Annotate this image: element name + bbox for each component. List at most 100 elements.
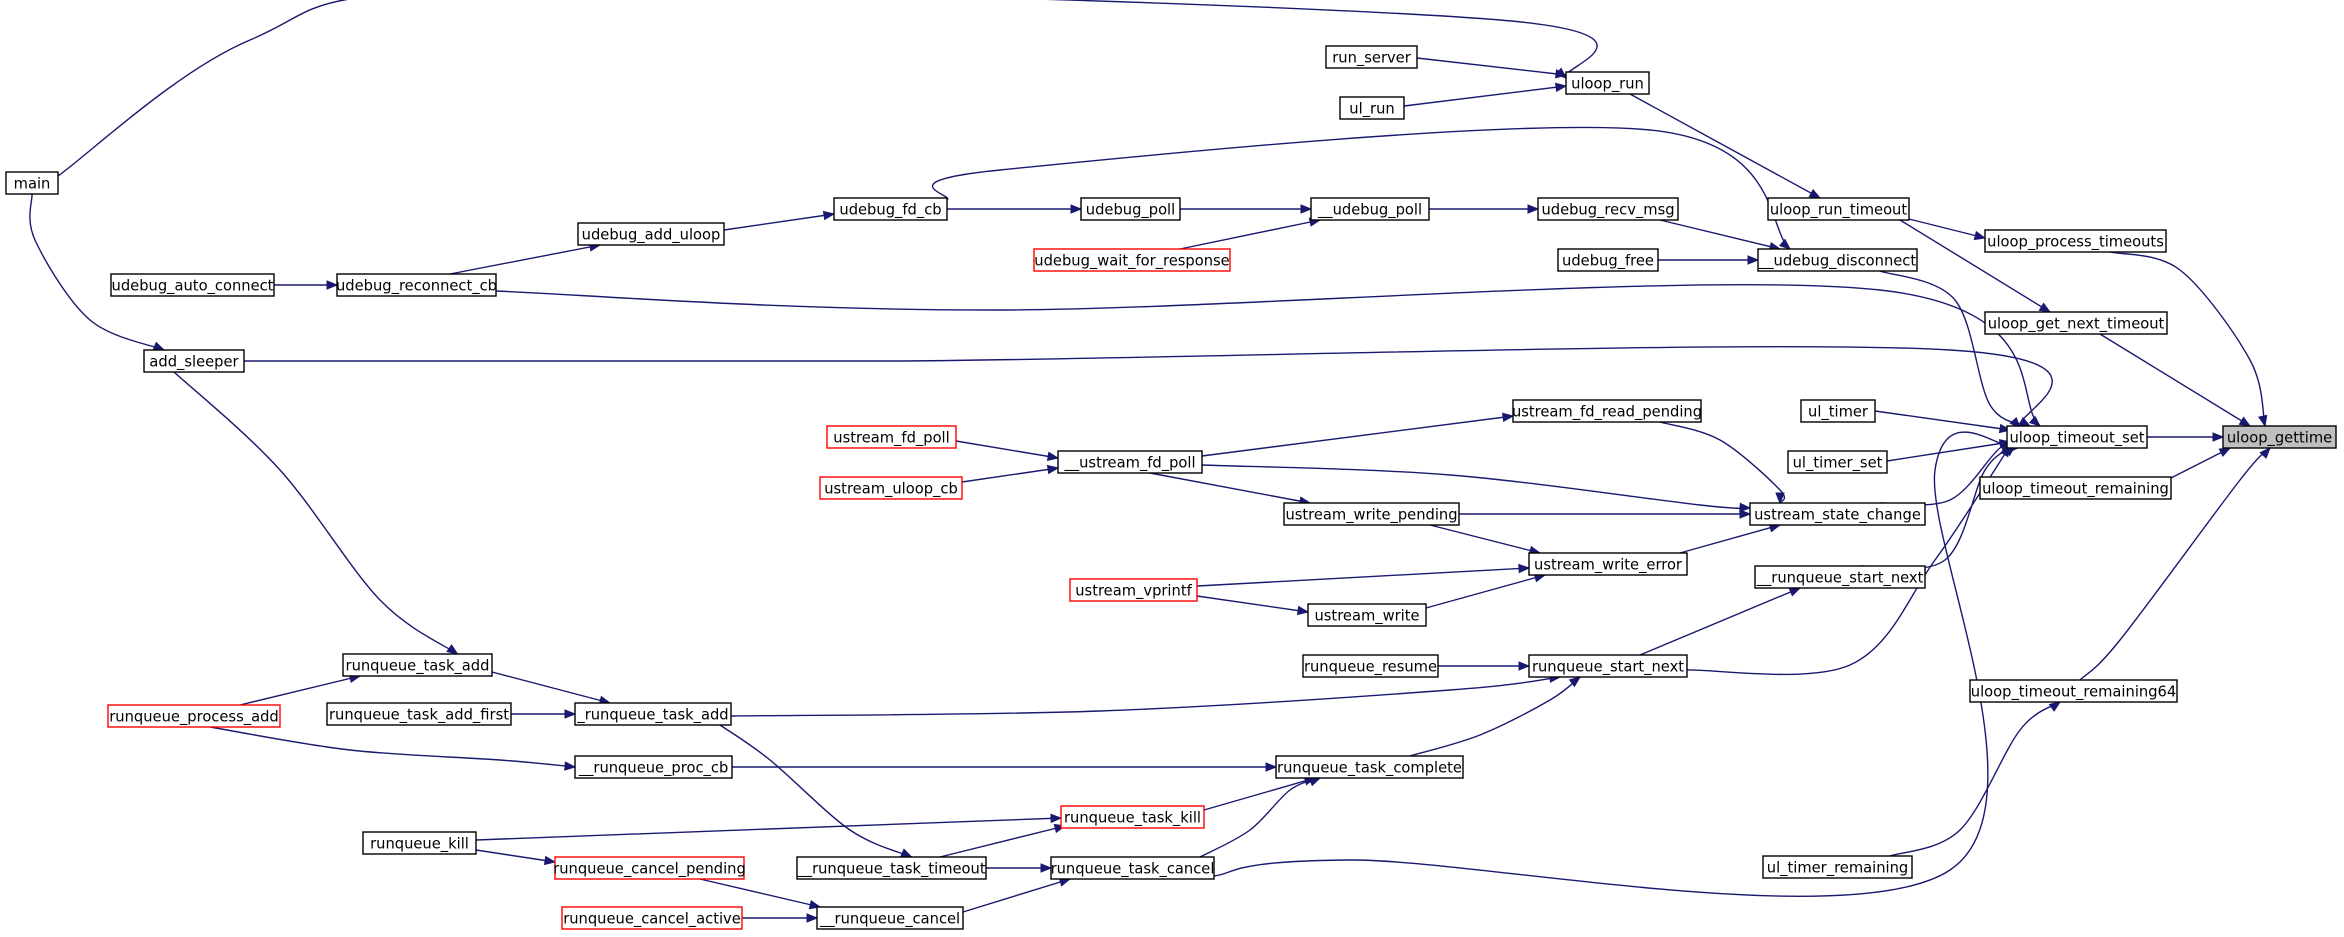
edge-line <box>1659 219 1781 250</box>
edge-runqueue_kill-to-runqueue_task_kill <box>475 813 1063 841</box>
node-label: uloop_process_timeouts <box>1987 234 2164 251</box>
edge-arrowhead <box>2038 302 2052 313</box>
node-add_sleeper[interactable]: add_sleeper <box>143 349 245 373</box>
node-uloop_process_timeouts[interactable]: uloop_process_timeouts <box>1984 229 2167 253</box>
edge-udebug_auto_connect-to-udebug_reconnect_cb <box>274 280 339 290</box>
node-box <box>1033 248 1231 272</box>
node-udebug_add_uloop[interactable]: udebug_add_uloop <box>577 222 725 246</box>
edge-line <box>1679 524 1781 554</box>
node-box <box>1528 552 1688 576</box>
node-runqueue_process_add[interactable]: runqueue_process_add <box>107 704 281 728</box>
node-ul_run[interactable]: ul_run <box>1339 96 1405 120</box>
edge-arrowhead <box>1040 863 1053 873</box>
node-runqueue_start_next[interactable]: runqueue_start_next <box>1528 654 1688 678</box>
edge-arrowhead <box>1788 587 1802 597</box>
edge-udebug_wait_for_response-to-__udebug_poll <box>1179 217 1322 250</box>
node-ustream_state_change[interactable]: ustream_state_change <box>1749 502 1926 526</box>
node-label: udebug_reconnect_cb <box>336 278 497 295</box>
node-run_server[interactable]: run_server <box>1325 45 1418 69</box>
edge-line <box>1429 524 1541 554</box>
node-box <box>1969 679 2178 703</box>
edge-udebug_fd_cb-to-__udebug_disconnect <box>931 126 1792 250</box>
node-main[interactable]: main <box>5 171 59 195</box>
edge-udebug_free-to-__udebug_disconnect <box>1658 255 1760 265</box>
edge-line <box>939 825 1066 858</box>
node-udebug_wait_for_response[interactable]: udebug_wait_for_response <box>1033 248 1231 272</box>
node-ustream_write[interactable]: ustream_write <box>1307 603 1427 627</box>
edge-runqueue_kill-to-runqueue_cancel_pending <box>475 849 557 866</box>
edge-arrowhead <box>1568 676 1582 688</box>
node-ustream_write_pending[interactable]: ustream_write_pending <box>1283 502 1460 526</box>
node-runqueue_cancel_pending[interactable]: runqueue_cancel_pending <box>553 856 746 880</box>
edge-line <box>1213 431 2013 898</box>
node-label: uloop_timeout_remaining64 <box>1971 684 2176 701</box>
edge-ustream_uloop_cb-to-__ustream_fd_poll <box>961 464 1060 483</box>
node-box <box>574 702 732 726</box>
node-__runqueue_cancel[interactable]: __runqueue_cancel <box>816 906 964 930</box>
node-uloop_timeout_remaining[interactable]: uloop_timeout_remaining <box>1979 476 2172 500</box>
node-udebug_reconnect_cb[interactable]: udebug_reconnect_cb <box>336 273 497 297</box>
node-label: runqueue_cancel_active <box>563 911 741 928</box>
node-ustream_vprintf[interactable]: ustream_vprintf <box>1069 578 1198 602</box>
edge-line <box>1629 93 1821 199</box>
node-runqueue_task_complete[interactable]: runqueue_task_complete <box>1275 755 1464 779</box>
node-__ustream_fd_poll[interactable]: __ustream_fd_poll <box>1057 450 1203 474</box>
node-runqueue_kill[interactable]: runqueue_kill <box>362 831 477 855</box>
node-ul_timer[interactable]: ul_timer <box>1800 399 1876 423</box>
edge-line <box>1199 777 1321 858</box>
node-label: runqueue_task_add <box>346 658 490 675</box>
node-udebug_auto_connect[interactable]: udebug_auto_connect <box>110 273 275 297</box>
node-runqueue_task_kill[interactable]: runqueue_task_kill <box>1060 805 1205 829</box>
node-box <box>1060 805 1205 829</box>
node-__runqueue_start_next[interactable]: __runqueue_start_next <box>1754 565 1926 589</box>
edge-arrowhead <box>1527 204 1540 214</box>
node-__udebug_poll[interactable]: __udebug_poll <box>1310 197 1430 221</box>
node-uloop_timeout_remaining64[interactable]: uloop_timeout_remaining64 <box>1969 679 2178 703</box>
node-label: add_sleeper <box>149 354 239 371</box>
node-ustream_write_error[interactable]: ustream_write_error <box>1528 552 1688 576</box>
node-label: ul_timer <box>1808 404 1869 421</box>
node-__runqueue_proc_cb[interactable]: __runqueue_proc_cb <box>574 755 733 779</box>
node-ul_timer_remaining[interactable]: ul_timer_remaining <box>1762 855 1913 879</box>
edge-runqueue_process_add-to-runqueue_task_add <box>239 673 362 706</box>
node-__udebug_disconnect[interactable]: __udebug_disconnect <box>1757 248 1918 272</box>
node-__runqueue_task_timeout[interactable]: __runqueue_task_timeout <box>796 856 987 880</box>
node-uloop_run[interactable]: uloop_run <box>1565 71 1650 95</box>
edge-uloop_process_timeouts-to-uloop_gettime <box>2109 251 2268 428</box>
edge-line <box>1886 441 2011 462</box>
node-box <box>342 653 493 677</box>
node-runqueue_task_add_first[interactable]: runqueue_task_add_first <box>326 702 512 726</box>
node-udebug_poll[interactable]: udebug_poll <box>1080 197 1181 221</box>
node-ul_timer_set[interactable]: ul_timer_set <box>1787 450 1888 474</box>
edge-udebug_reconnect_cb-to-udebug_add_uloop <box>449 242 602 275</box>
node-runqueue_cancel_active[interactable]: runqueue_cancel_active <box>561 906 743 930</box>
node-uloop_gettime[interactable]: uloop_gettime <box>2222 425 2337 449</box>
edge-_runqueue_task_add-to-__runqueue_task_timeout <box>719 724 913 858</box>
node-label: ustream_fd_read_pending <box>1512 404 1702 421</box>
node-udebug_fd_cb[interactable]: udebug_fd_cb <box>833 197 948 221</box>
edge-line <box>1409 676 1581 757</box>
node-udebug_free[interactable]: udebug_free <box>1557 248 1659 272</box>
edge-line <box>1686 445 2011 676</box>
node-_runqueue_task_add[interactable]: _runqueue_task_add <box>574 702 732 726</box>
node-uloop_timeout_set[interactable]: uloop_timeout_set <box>2006 425 2148 449</box>
node-label: runqueue_resume <box>1304 659 1437 676</box>
node-runqueue_task_add[interactable]: runqueue_task_add <box>342 653 493 677</box>
edge-add_sleeper-to-runqueue_task_add <box>173 371 459 655</box>
node-label: runqueue_cancel_pending <box>553 861 746 878</box>
edge-line <box>239 675 361 706</box>
node-uloop_get_next_timeout[interactable]: uloop_get_next_timeout <box>1984 311 2168 335</box>
node-runqueue_task_cancel[interactable]: runqueue_task_cancel <box>1050 856 1215 880</box>
node-ustream_fd_read_pending[interactable]: ustream_fd_read_pending <box>1512 399 1702 423</box>
node-label: udebug_wait_for_response <box>1034 253 1229 270</box>
edge-__udebug_poll-to-udebug_recv_msg <box>1429 204 1540 214</box>
node-uloop_run_timeout[interactable]: uloop_run_timeout <box>1767 197 1910 221</box>
node-ustream_uloop_cb[interactable]: ustream_uloop_cb <box>819 476 963 500</box>
node-ustream_fd_poll[interactable]: ustream_fd_poll <box>826 425 957 449</box>
edge-arrowhead <box>2212 432 2225 442</box>
edge-runqueue_task_add_first-to-_runqueue_task_add <box>511 709 577 719</box>
node-label: __runqueue_task_timeout <box>796 861 985 878</box>
node-label: uloop_run <box>1571 76 1644 93</box>
node-runqueue_resume[interactable]: runqueue_resume <box>1302 654 1439 678</box>
node-udebug_recv_msg[interactable]: udebug_recv_msg <box>1537 197 1679 221</box>
